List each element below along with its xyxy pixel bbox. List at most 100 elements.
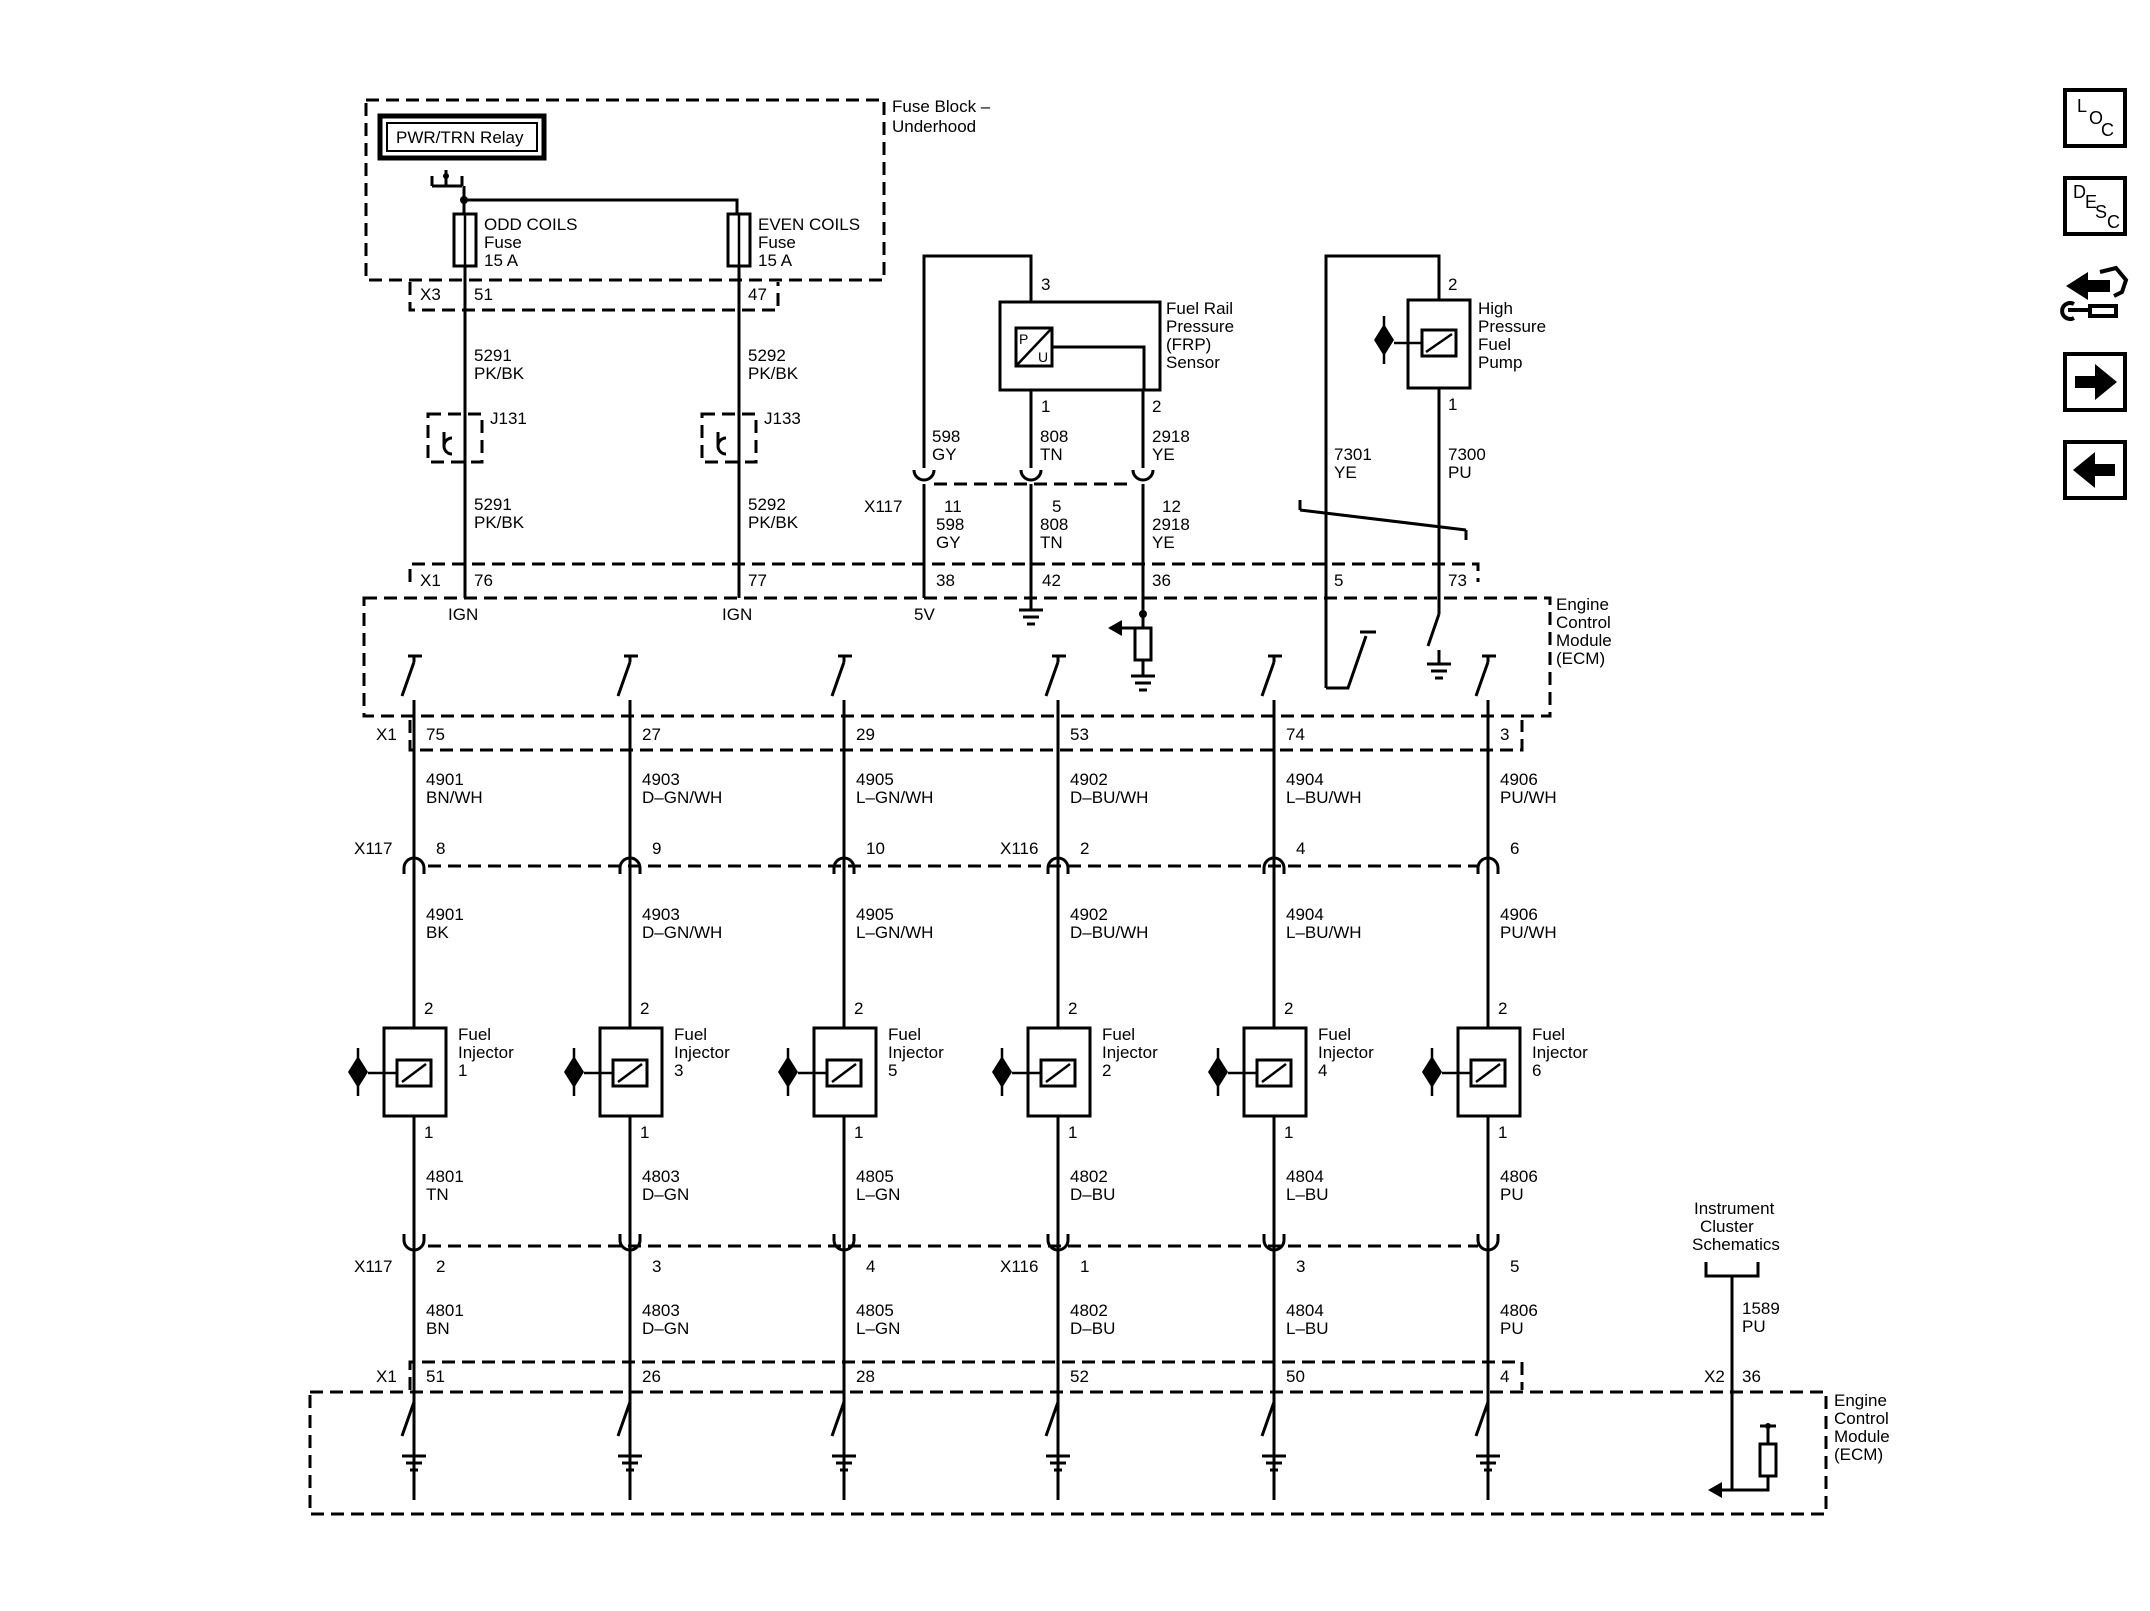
svg-text:4906: 4906 xyxy=(1500,905,1538,924)
svg-text:PK/BK: PK/BK xyxy=(474,364,525,383)
svg-text:D–BU/WH: D–BU/WH xyxy=(1070,788,1148,807)
svg-text:11: 11 xyxy=(944,497,962,516)
svg-text:Fuel: Fuel xyxy=(674,1025,707,1044)
svg-text:2: 2 xyxy=(424,999,433,1018)
injector-circuit-5: 294905L–GN/WH104905L–GN/WH2FuelInjector5… xyxy=(778,654,944,1500)
svg-text:L–BU/WH: L–BU/WH xyxy=(1286,788,1362,807)
svg-text:E: E xyxy=(2085,192,2097,212)
svg-text:1589: 1589 xyxy=(1742,1299,1780,1318)
svg-text:15 A: 15 A xyxy=(758,251,793,270)
pwr-trn-relay: PWR/TRN Relay xyxy=(377,113,547,161)
svg-text:1: 1 xyxy=(458,1061,467,1080)
svg-text:TN: TN xyxy=(426,1185,449,1204)
injector-circuit-4: 744904L–BU/WH44904L–BU/WH2FuelInjector41… xyxy=(1208,654,1374,1500)
svg-text:PU: PU xyxy=(1742,1317,1766,1336)
svg-text:D–BU: D–BU xyxy=(1070,1319,1115,1338)
x116-connector-low: X116 xyxy=(1000,1257,1038,1276)
desc-button[interactable]: D E S C xyxy=(2063,176,2127,236)
svg-text:X2: X2 xyxy=(1704,1367,1725,1386)
ign-wire-5291: 5291 PK/BK J131 5291 PK/BK xyxy=(426,266,527,598)
svg-text:4804: 4804 xyxy=(1286,1301,1324,1320)
svg-text:4903: 4903 xyxy=(642,905,680,924)
svg-text:D–GN: D–GN xyxy=(642,1319,689,1338)
svg-text:76: 76 xyxy=(474,571,493,590)
svg-text:12: 12 xyxy=(1162,497,1181,516)
svg-text:L–BU/WH: L–BU/WH xyxy=(1286,923,1362,942)
svg-text:TN: TN xyxy=(1040,533,1063,552)
svg-text:Fuse: Fuse xyxy=(484,233,522,252)
svg-text:2: 2 xyxy=(436,1257,445,1276)
svg-text:4801: 4801 xyxy=(426,1167,464,1186)
svg-text:28: 28 xyxy=(856,1367,875,1386)
svg-text:598: 598 xyxy=(936,515,964,534)
svg-text:1: 1 xyxy=(854,1123,863,1142)
svg-text:36: 36 xyxy=(1742,1367,1761,1386)
svg-text:1: 1 xyxy=(1041,397,1050,416)
arrow-right-icon xyxy=(2075,364,2117,400)
svg-text:D–BU: D–BU xyxy=(1070,1185,1115,1204)
previous-page-button[interactable] xyxy=(2063,440,2127,500)
svg-text:74: 74 xyxy=(1286,725,1305,744)
engine-control-module-lower: Engine Control Module (ECM) xyxy=(308,1390,1890,1516)
svg-text:BN/WH: BN/WH xyxy=(426,788,483,807)
connector-view-button[interactable] xyxy=(2060,262,2130,328)
svg-text:PU/WH: PU/WH xyxy=(1500,923,1557,942)
svg-text:1: 1 xyxy=(640,1123,649,1142)
svg-text:2: 2 xyxy=(1080,839,1089,858)
svg-text:4805: 4805 xyxy=(856,1167,894,1186)
svg-text:4: 4 xyxy=(866,1257,875,1276)
connector-wrench-icon xyxy=(2060,265,2129,321)
svg-text:1: 1 xyxy=(1068,1123,1077,1142)
svg-text:75: 75 xyxy=(426,725,445,744)
svg-text:6: 6 xyxy=(1510,839,1519,858)
svg-text:Engine: Engine xyxy=(1834,1391,1887,1410)
svg-text:4904: 4904 xyxy=(1286,770,1324,789)
svg-text:Fuse: Fuse xyxy=(758,233,796,252)
svg-text:1: 1 xyxy=(1080,1257,1089,1276)
svg-text:4: 4 xyxy=(1318,1061,1327,1080)
svg-text:598: 598 xyxy=(932,427,960,446)
svg-text:36: 36 xyxy=(1152,571,1171,590)
next-page-button[interactable] xyxy=(2063,352,2127,412)
svg-text:4903: 4903 xyxy=(642,770,680,789)
svg-text:L–GN: L–GN xyxy=(856,1319,900,1338)
svg-text:IGN: IGN xyxy=(448,605,478,624)
loc-button[interactable]: L O C xyxy=(2063,88,2127,148)
svg-text:50: 50 xyxy=(1286,1367,1305,1386)
svg-text:5: 5 xyxy=(888,1061,897,1080)
svg-text:3: 3 xyxy=(652,1257,661,1276)
svg-text:Injector: Injector xyxy=(674,1043,730,1062)
svg-text:9: 9 xyxy=(652,839,661,858)
svg-text:5: 5 xyxy=(1510,1257,1519,1276)
svg-text:PK/BK: PK/BK xyxy=(748,513,799,532)
ign-wire-5292: 5292 PK/BK J133 5292 PK/BK xyxy=(700,266,801,598)
svg-text:5292: 5292 xyxy=(748,346,786,365)
svg-text:1: 1 xyxy=(1284,1123,1293,1142)
svg-text:D–BU/WH: D–BU/WH xyxy=(1070,923,1148,942)
svg-text:L–BU: L–BU xyxy=(1286,1185,1329,1204)
svg-text:1: 1 xyxy=(1498,1123,1507,1142)
svg-text:3: 3 xyxy=(1500,725,1509,744)
injector-columns: 754901BN/WH84901BK2FuelInjector114801TN2… xyxy=(348,654,1588,1500)
svg-text:PU: PU xyxy=(1500,1319,1524,1338)
fuse-block-title: Fuse Block – xyxy=(892,97,991,116)
svg-text:Pump: Pump xyxy=(1478,353,1522,372)
svg-text:Injector: Injector xyxy=(1318,1043,1374,1062)
svg-text:4905: 4905 xyxy=(856,770,894,789)
svg-text:7300: 7300 xyxy=(1448,445,1486,464)
svg-text:5: 5 xyxy=(1052,497,1061,516)
svg-text:Sensor: Sensor xyxy=(1166,353,1220,372)
x116-connector-mid: X116 xyxy=(1000,839,1038,858)
svg-text:D: D xyxy=(2073,182,2086,202)
svg-text:TN: TN xyxy=(1040,445,1063,464)
svg-text:4803: 4803 xyxy=(642,1167,680,1186)
svg-text:High: High xyxy=(1478,299,1513,318)
svg-text:Pressure: Pressure xyxy=(1478,317,1546,336)
svg-text:GY: GY xyxy=(932,445,957,464)
svg-text:(ECM): (ECM) xyxy=(1834,1445,1883,1464)
svg-text:2: 2 xyxy=(1068,999,1077,1018)
svg-text:15 A: 15 A xyxy=(484,251,519,270)
svg-text:Control: Control xyxy=(1556,613,1611,632)
